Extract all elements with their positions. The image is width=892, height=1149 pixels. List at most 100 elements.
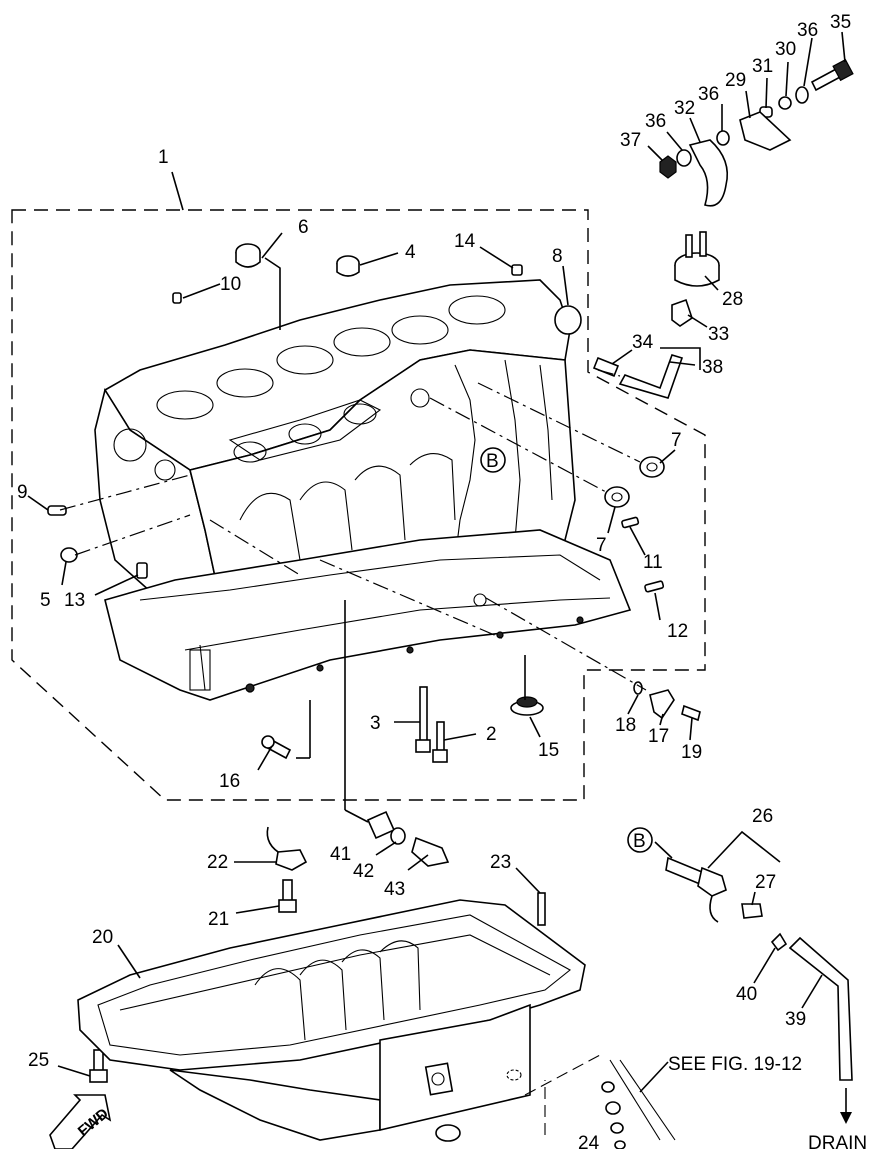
drain-arrow — [840, 1088, 852, 1124]
part-11-pin — [621, 516, 640, 529]
part-43-switch — [411, 836, 450, 867]
part-32-clamp — [688, 139, 729, 207]
callout-35: 35 — [830, 12, 851, 33]
callout-29: 29 — [725, 70, 746, 91]
part-36-washer-b — [716, 130, 730, 146]
callout-26: 26 — [752, 806, 773, 827]
assembly-boundary — [11, 209, 706, 801]
callout-33: 33 — [708, 324, 729, 345]
part-19-bolt — [681, 704, 701, 722]
callout-43: 43 — [384, 879, 405, 900]
callout-7-lower: 7 — [596, 535, 607, 556]
callout-1: 1 — [158, 147, 169, 168]
callout-18: 18 — [615, 715, 636, 736]
callout-40: 40 — [736, 984, 757, 1005]
callout-8: 8 — [552, 246, 563, 267]
callout-25: 25 — [28, 1050, 49, 1071]
part-3-bolt — [415, 686, 431, 753]
callout-31: 31 — [752, 56, 773, 77]
callout-34: 34 — [632, 332, 654, 353]
callout-10: 10 — [220, 274, 241, 295]
callout-28: 28 — [722, 289, 743, 310]
part-7-seal-lower — [604, 486, 630, 508]
callout-41: 41 — [330, 844, 351, 865]
callout-24: 24 — [578, 1133, 600, 1149]
reference-marker-b-label: B — [486, 451, 499, 472]
callout-39: 39 — [785, 1009, 806, 1030]
callout-20: 20 — [92, 927, 113, 948]
callout-21: 21 — [208, 909, 229, 930]
callout-38: 38 — [702, 357, 723, 378]
part-29-bracket — [739, 111, 792, 151]
part-23-stud — [537, 892, 546, 926]
part-14-pin — [511, 264, 523, 276]
callout-15: 15 — [538, 740, 559, 761]
part-27-bolt — [741, 903, 763, 919]
part-7-seal-upper — [639, 456, 665, 478]
part-13-pin — [136, 562, 148, 579]
part-10-pin — [172, 292, 182, 304]
part-2-bolt — [432, 721, 448, 763]
part-6-plug — [235, 243, 261, 268]
part-38-pipe — [618, 354, 684, 399]
callout-17: 17 — [648, 726, 669, 747]
callout-19: 19 — [681, 742, 702, 763]
callout-30: 30 — [775, 39, 796, 60]
part-39-hose — [788, 936, 853, 1081]
callout-14: 14 — [454, 231, 476, 252]
callout-3: 3 — [370, 713, 381, 734]
callout-37: 37 — [620, 130, 641, 151]
callout-5: 5 — [40, 590, 51, 611]
part-42-washer — [390, 827, 406, 845]
part-12-pin — [644, 580, 665, 593]
reference-marker-b-lower-label: B — [633, 831, 646, 852]
part-17-bracket — [649, 689, 675, 720]
callout-36-mid: 36 — [698, 84, 719, 105]
part-8-plug — [554, 305, 582, 335]
oil-pan — [77, 899, 586, 1142]
callout-22: 22 — [207, 852, 228, 873]
callout-11: 11 — [643, 552, 663, 573]
part-35-bolt — [810, 58, 854, 92]
part-16-fitting — [261, 735, 292, 760]
callout-6: 6 — [298, 217, 309, 238]
callout-9: 9 — [17, 482, 28, 503]
part-37-nut — [659, 155, 677, 179]
callout-4: 4 — [405, 242, 416, 263]
see-fig-parts — [524, 1054, 676, 1149]
reference-marker-b: B — [480, 447, 506, 473]
part-33-fitting — [671, 298, 693, 327]
part-15-grommet — [510, 696, 544, 716]
callout-7-upper: 7 — [671, 430, 682, 451]
alignment-lines — [59, 369, 647, 691]
part-4-plug — [336, 255, 360, 277]
part-26-valve — [665, 856, 727, 923]
callout-12: 12 — [667, 621, 688, 642]
callout-32: 32 — [674, 98, 695, 119]
part-28-sender — [674, 231, 720, 287]
callout-42: 42 — [353, 861, 374, 882]
callout-23: 23 — [490, 852, 511, 873]
part-40-clamp — [770, 932, 788, 952]
part-5-seal — [60, 547, 78, 563]
callouts: 1 6 4 14 8 10 9 5 13 7 7 11 12 3 2 15 16… — [17, 12, 851, 1149]
callout-16: 16 — [219, 771, 240, 792]
callout-36-top: 36 — [797, 20, 818, 41]
callout-27: 27 — [755, 872, 776, 893]
part-36-washer-c — [676, 149, 692, 167]
fwd-arrow: FWD — [49, 1094, 112, 1149]
part-9-pin — [47, 505, 67, 516]
see-fig-note: SEE FIG. 19-12 — [668, 1054, 802, 1075]
reference-marker-b-lower: B — [627, 827, 653, 853]
part-30-collar — [778, 96, 792, 110]
callout-13: 13 — [64, 590, 85, 611]
callout-36-low: 36 — [645, 111, 666, 132]
part-36-washer-a — [795, 86, 809, 104]
drain-label: DRAIN — [808, 1133, 867, 1149]
part-21-bolt — [278, 879, 297, 913]
callout-2: 2 — [486, 724, 497, 745]
part-22-tube — [266, 826, 308, 871]
leader-lines — [27, 31, 846, 1077]
cylinder-block — [94, 279, 632, 701]
